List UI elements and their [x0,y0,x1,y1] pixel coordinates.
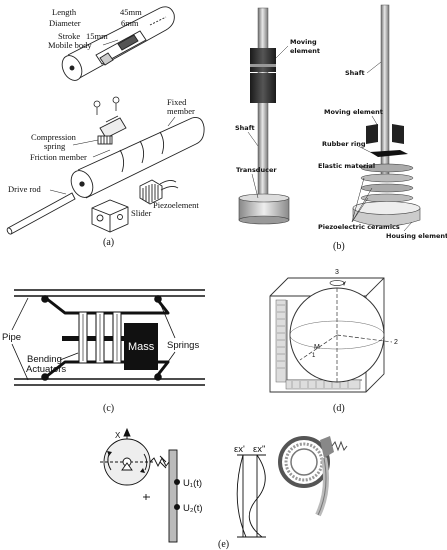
epsilon-x2-label: εx" [253,444,265,455]
diameter-label: Diameter [49,18,81,28]
fixed-label: Fixed [167,97,187,107]
diameter-value: 6mm [121,18,139,28]
left-base [238,193,290,225]
wheel [100,438,154,486]
u1-label: U₁(t) [183,478,202,489]
strain-plot [236,454,266,538]
springs-label: Springs [167,340,199,351]
sensor-points [174,479,180,510]
bending-label: Bending [27,354,62,365]
caption-d: (d) [333,403,345,414]
springs-arrows [159,302,176,374]
piezo-disk-stack [360,163,414,203]
shaft-left-label: Shaft [235,124,255,132]
panel-c: Mass Pipe Bending Actuators Springs (c) [2,289,205,414]
pipe-label: Pipe [2,332,21,343]
spring-joints [41,295,162,381]
compression-label: Compression [31,132,77,142]
panel-e: X U₁(t) U₂(t) [100,427,348,550]
upper-tube-drawing [61,6,175,81]
moving-element-left-1: Moving [290,38,317,46]
piezo-ceramics-label: Piezoelectric ceramics [318,223,400,231]
stroke-value: 15mm [86,31,108,41]
mobile-body-label: Mobile body [48,40,92,50]
elastic-material-label: Elastic material [318,162,375,170]
actuators-label: Actuators [26,364,66,375]
caption-e: (e) [218,539,229,550]
panel-a: Length 45mm Diameter 6mm Stroke 15mm Mob… [6,6,205,248]
housing-element [352,201,421,227]
cantilever [143,449,178,543]
drive-rod-label: Drive rod [8,184,42,194]
slider-drawing [91,199,129,233]
drive-rod-drawing [6,192,76,235]
caption-b: (b) [333,241,345,252]
center-rod [62,336,152,341]
housing-element-label: Housing element [386,232,447,240]
member-label: member [167,106,195,116]
slider-label: Slider [131,208,151,218]
right-moving-element [366,124,404,144]
axis-3-label: 3 [335,269,339,276]
mass-block [124,323,158,370]
caption-c: (c) [103,403,114,414]
pipe-arrows [11,297,29,381]
piezoelement-label: Piezoelement [153,200,199,210]
mass-label: Mass [128,341,155,353]
friction-member-label: Friction member [30,152,87,162]
transducer-label: Transducer [236,166,277,174]
length-label: Length [52,7,77,17]
piezoelement-drawing [139,179,179,205]
shaft-right-label: Shaft [345,69,365,77]
left-moving-element [250,48,276,103]
length-value: 45mm [120,7,142,17]
mass-m-label: M [314,344,320,351]
moving-element-left-2: element [290,47,320,55]
axis-1-label: 1 [312,353,316,359]
epsilon-x1-label: εx' [234,444,245,455]
axis-2-label: 2 [394,339,398,346]
screws [93,96,120,115]
panel-b: Moving element Shaft Transducer Shaft Mo… [235,4,447,252]
rubber-ring-label: Rubber ring [322,140,366,148]
panel-d: 3 2 M 1 (d) [269,269,398,414]
caption-a: (a) [103,237,114,248]
moving-element-right-label: Moving element [324,108,383,116]
x-axis-label: X [115,431,121,440]
bearing-photo [278,436,348,517]
lower-tube-drawing [70,115,205,199]
stroke-label: Stroke [58,31,80,41]
rubber-ring [370,150,408,157]
u2-label: U₂(t) [183,503,203,514]
spring-label: spring [44,141,66,151]
